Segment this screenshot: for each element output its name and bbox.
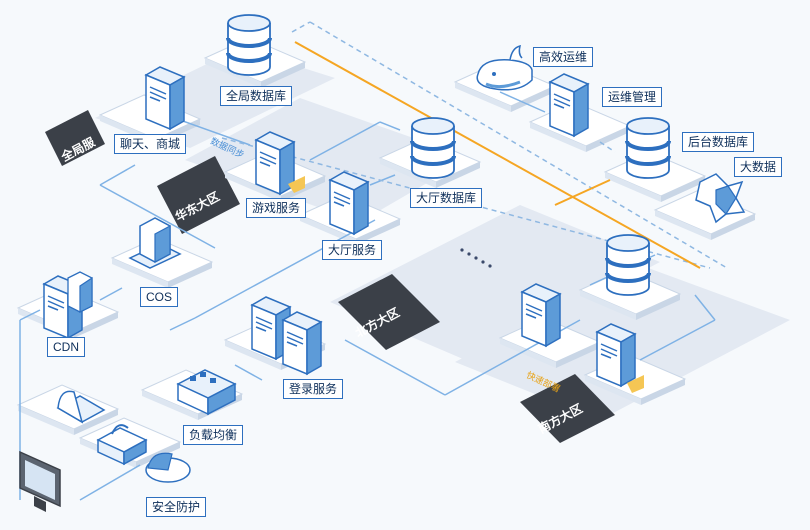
chat-mall-label: 聊天、商城 xyxy=(114,134,187,154)
ops-label: 高效运维 xyxy=(533,47,594,67)
chat-mall-server-icon xyxy=(145,66,185,130)
lobby-service-label: 大厅服务 xyxy=(322,240,383,260)
zone-east xyxy=(185,98,470,222)
whale-icon xyxy=(476,44,533,91)
lobby-db-label: 大厅数据库 xyxy=(410,188,483,208)
global-db-icon xyxy=(226,13,272,77)
region-tab-south xyxy=(520,374,615,443)
game-server-icon xyxy=(255,131,295,195)
region-tab-global xyxy=(45,110,105,166)
backend-db-label: 后台数据库 xyxy=(682,132,755,152)
radar-icon xyxy=(145,452,191,483)
cdn-label: CDN xyxy=(47,337,85,357)
ops-mgmt-label: 运维管理 xyxy=(602,87,663,107)
region-tab-east xyxy=(157,156,240,234)
ellipsis-dots xyxy=(460,248,492,268)
deploy-badge-2 xyxy=(627,375,644,393)
south-db-icon xyxy=(605,233,651,297)
orange-connections xyxy=(294,41,701,269)
security-label: 安全防护 xyxy=(146,497,207,517)
login-server-icon-2 xyxy=(282,311,322,375)
load-balance-label: 负载均衡 xyxy=(183,425,244,445)
ops-server-icon xyxy=(549,73,589,137)
cos-label: COS xyxy=(140,287,179,307)
region-tab-north xyxy=(338,274,440,350)
cos-icon xyxy=(128,217,182,269)
big-data-icon xyxy=(695,173,746,224)
cdn-icon xyxy=(43,271,93,339)
firewall-icon xyxy=(56,390,106,424)
lock-icon xyxy=(96,424,148,466)
monitor-icon xyxy=(19,450,61,512)
login-service-label: 登录服务 xyxy=(283,379,344,399)
south-server-icon-1 xyxy=(521,283,561,347)
global-db-label: 全局数据库 xyxy=(220,86,293,106)
game-service-label: 游戏服务 xyxy=(246,198,307,218)
big-data-label: 大数据 xyxy=(734,157,783,177)
lobby-server-icon xyxy=(329,171,369,235)
load-balancer-icon xyxy=(176,369,237,416)
connections xyxy=(19,91,716,501)
backend-db-icon xyxy=(625,116,671,180)
lobby-db-icon xyxy=(410,116,456,180)
south-server-icon-2 xyxy=(596,323,636,387)
deploy-badge xyxy=(288,176,305,193)
